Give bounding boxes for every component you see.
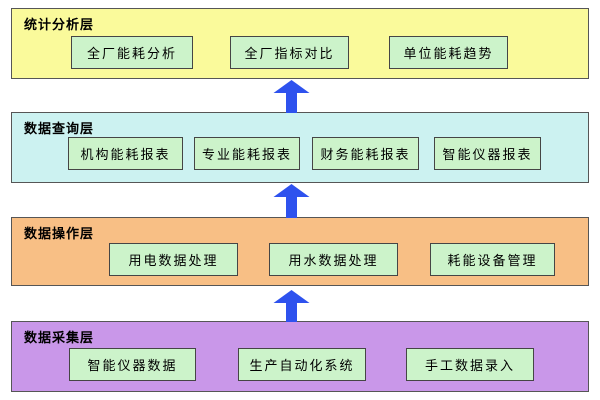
layer-title: 数据操作层 [24, 227, 95, 242]
up-arrow-icon [273, 290, 310, 322]
node-label: 用电数据处理 [128, 254, 219, 269]
node-label: 手工数据录入 [424, 359, 515, 374]
node-label: 智能仪器数据 [87, 359, 178, 374]
node-energy-device-management: 耗能设备管理 [430, 243, 555, 276]
node-specialty-energy-report: 专业能耗报表 [194, 137, 300, 170]
layer-title: 数据查询层 [24, 122, 95, 137]
layer-data-collection: 数据采集层 智能仪器数据 生产自动化系统 手工数据录入 [11, 321, 589, 392]
node-manual-data-entry: 手工数据录入 [406, 348, 534, 381]
layer-title: 统计分析层 [24, 18, 95, 33]
node-smart-meter-data: 智能仪器数据 [69, 348, 196, 381]
node-label: 专业能耗报表 [201, 148, 292, 163]
node-label: 单位能耗趋势 [403, 47, 494, 62]
up-arrow-icon [273, 184, 310, 218]
node-label: 耗能设备管理 [447, 254, 538, 269]
node-unit-energy-trend: 单位能耗趋势 [389, 36, 508, 69]
node-finance-energy-report: 财务能耗报表 [312, 137, 419, 170]
node-label: 机构能耗报表 [80, 148, 171, 163]
layer-title: 数据采集层 [24, 331, 95, 346]
node-label: 生产自动化系统 [249, 359, 355, 374]
layer-data-query: 数据查询层 机构能耗报表 专业能耗报表 财务能耗报表 智能仪器报表 [11, 112, 589, 183]
node-plant-indicator-compare: 全厂指标对比 [230, 36, 349, 69]
node-org-energy-report: 机构能耗报表 [68, 137, 183, 170]
up-arrow-icon [273, 80, 310, 113]
layer-data-operation: 数据操作层 用电数据处理 用水数据处理 耗能设备管理 [11, 217, 589, 286]
node-label: 智能仪器报表 [442, 148, 533, 163]
node-electricity-data-processing: 用电数据处理 [109, 243, 238, 276]
node-smart-meter-report: 智能仪器报表 [434, 137, 541, 170]
layer-statistical-analysis: 统计分析层 全厂能耗分析 全厂指标对比 单位能耗趋势 [11, 8, 589, 79]
node-label: 全厂能耗分析 [86, 47, 177, 62]
node-label: 用水数据处理 [288, 254, 379, 269]
node-plant-energy-analysis: 全厂能耗分析 [71, 36, 193, 69]
node-label: 全厂指标对比 [244, 47, 335, 62]
node-label: 财务能耗报表 [320, 148, 411, 163]
node-production-automation-system: 生产自动化系统 [238, 348, 366, 381]
node-water-data-processing: 用水数据处理 [269, 243, 398, 276]
